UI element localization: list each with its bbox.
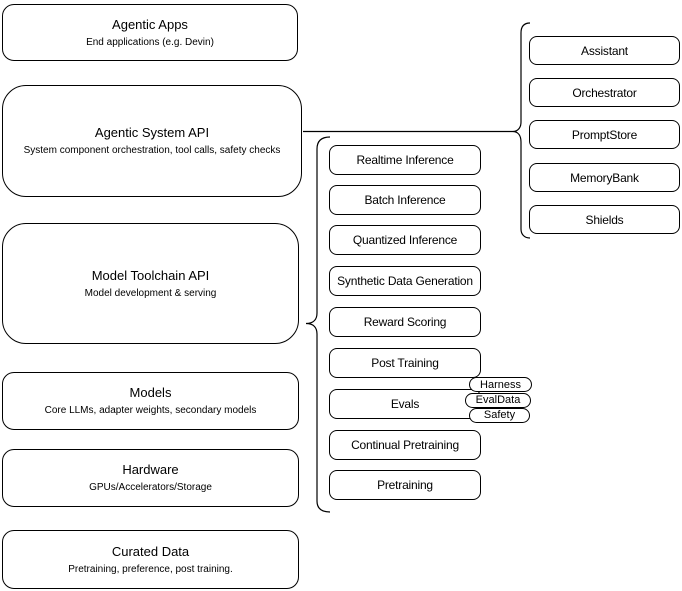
toolchain-item-realtime-inference: Realtime Inference [329,145,481,175]
node-curated-data: Curated Data Pretraining, preference, po… [2,530,299,589]
node-hardware: Hardware GPUs/Accelerators/Storage [2,449,299,507]
system-item-promptstore: PromptStore [529,120,680,149]
node-subtitle: GPUs/Accelerators/Storage [89,482,212,493]
toolchain-group-brace [305,136,331,513]
toolchain-item-batch-inference: Batch Inference [329,185,481,215]
node-subtitle: System component orchestration, tool cal… [23,145,281,156]
toolchain-item-pretraining: Pretraining [329,470,481,500]
system-item-shields: Shields [529,205,680,234]
node-title: Models [129,385,172,400]
toolchain-item-evals: Evals [329,389,481,419]
eval-tag-evaldata: EvalData [465,392,531,408]
node-agentic-apps: Agentic Apps End applications (e.g. Devi… [2,4,298,61]
node-title: Curated Data [111,543,190,559]
node-title: Model Toolchain API [91,267,210,283]
toolchain-item-reward-scoring: Reward Scoring [329,307,481,337]
node-model-toolchain-api: Model Toolchain API Model development & … [2,223,299,344]
node-models: Models Core LLMs, adapter weights, secon… [2,372,299,430]
system-item-memorybank: MemoryBank [529,163,680,192]
node-subtitle: Pretraining, preference, post training. [68,563,233,575]
node-subtitle: End applications (e.g. Devin) [86,36,214,48]
node-subtitle: Core LLMs, adapter weights, secondary mo… [44,405,257,416]
system-item-assistant: Assistant [529,36,680,65]
toolchain-item-post-training: Post Training [329,348,481,378]
eval-tag-harness: Harness [469,377,532,392]
toolchain-item-quantized-inference: Quantized Inference [329,225,481,255]
toolchain-item-synthetic-data-generation: Synthetic Data Generation [329,266,481,296]
toolchain-item-continual-pretraining: Continual Pretraining [329,430,481,460]
eval-tag-safety: Safety [469,407,530,423]
node-title: Hardware [122,462,179,477]
system-group-brace [512,22,531,239]
node-title: Agentic Apps [112,16,188,32]
node-title: Agentic System API [94,125,210,140]
system-item-orchestrator: Orchestrator [529,78,680,107]
node-subtitle: Model development & serving [84,287,217,299]
node-agentic-system-api: Agentic System API System component orch… [2,85,302,197]
